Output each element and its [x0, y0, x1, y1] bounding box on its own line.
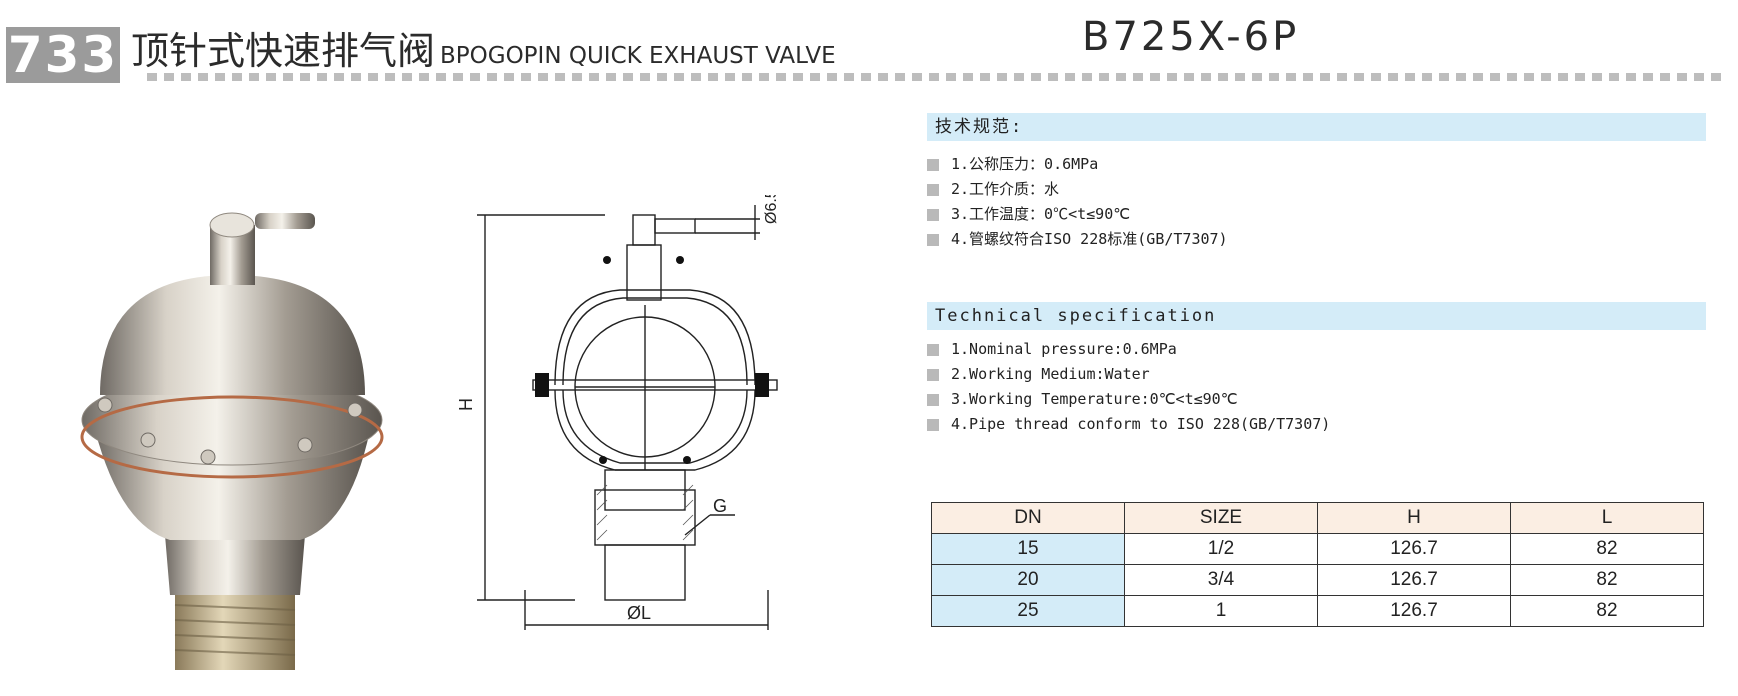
square-bullet-icon: [927, 183, 939, 196]
table-row: 15 1/2 126.7 82: [931, 533, 1704, 565]
technical-drawing: H ØL G Ø6.5: [456, 195, 780, 630]
square-bullet-icon: [927, 233, 939, 246]
table-cell: 82: [1510, 533, 1704, 565]
list-item: 3.Working Temperature:0℃<t≤90℃: [927, 387, 1330, 412]
column-header: L: [1510, 502, 1704, 534]
square-bullet-icon: [927, 368, 939, 381]
list-item: 3.工作温度：0℃<t≤90℃: [927, 202, 1228, 227]
table-header-row: DN SIZE H L: [931, 502, 1704, 534]
table-cell: 82: [1510, 595, 1704, 627]
square-bullet-icon: [927, 208, 939, 221]
list-item: 4.管螺纹符合ISO 228标准(GB/T7307): [927, 227, 1228, 252]
dim-d-label: Ø6.5: [763, 195, 780, 224]
table-cell: 15: [931, 533, 1125, 565]
page-number-badge: 733: [6, 26, 120, 84]
column-header: DN: [931, 502, 1125, 534]
table-cell: 20: [931, 564, 1125, 596]
dim-l-label: ØL: [627, 603, 651, 623]
table-cell: 126.7: [1317, 595, 1511, 627]
product-title-en: BPOGOPIN QUICK EXHAUST VALVE: [440, 43, 836, 69]
list-item: 1.Nominal pressure:0.6MPa: [927, 337, 1330, 362]
table-row: 25 1 126.7 82: [931, 595, 1704, 627]
spec-list-cn: 1.公称压力：0.6MPa 2.工作介质：水 3.工作温度：0℃<t≤90℃ 4…: [927, 152, 1228, 252]
table-cell: 126.7: [1317, 533, 1511, 565]
column-header: SIZE: [1124, 502, 1318, 534]
table-cell: 3/4: [1124, 564, 1318, 596]
list-item: 2.Working Medium:Water: [927, 362, 1330, 387]
list-item: 1.公称压力：0.6MPa: [927, 152, 1228, 177]
dimensions-table: DN SIZE H L 15 1/2 126.7 82 20 3/4 126.7…: [931, 502, 1704, 627]
spec-list-en: 1.Nominal pressure:0.6MPa 2.Working Medi…: [927, 337, 1330, 437]
product-photo: [80, 212, 384, 670]
column-header: H: [1317, 502, 1511, 534]
table-cell: 1/2: [1124, 533, 1318, 565]
header-divider: [147, 73, 1722, 81]
table-cell: 126.7: [1317, 564, 1511, 596]
dim-g-label: G: [713, 496, 727, 516]
square-bullet-icon: [927, 343, 939, 356]
product-title-cn: 顶针式快速排气阀: [131, 29, 436, 73]
list-item: 4.Pipe thread conform to ISO 228(GB/T730…: [927, 412, 1330, 437]
square-bullet-icon: [927, 158, 939, 171]
table-cell: 1: [1124, 595, 1318, 627]
table-cell: 82: [1510, 564, 1704, 596]
dim-h-label: H: [456, 398, 476, 411]
model-number: B725X-6P: [1082, 14, 1300, 60]
list-item: 2.工作介质：水: [927, 177, 1228, 202]
square-bullet-icon: [927, 393, 939, 406]
table-row: 20 3/4 126.7 82: [931, 564, 1704, 596]
square-bullet-icon: [927, 418, 939, 431]
spec-heading-cn: 技术规范:: [927, 113, 1706, 141]
table-cell: 25: [931, 595, 1125, 627]
spec-heading-en: Technical specification: [927, 302, 1706, 330]
